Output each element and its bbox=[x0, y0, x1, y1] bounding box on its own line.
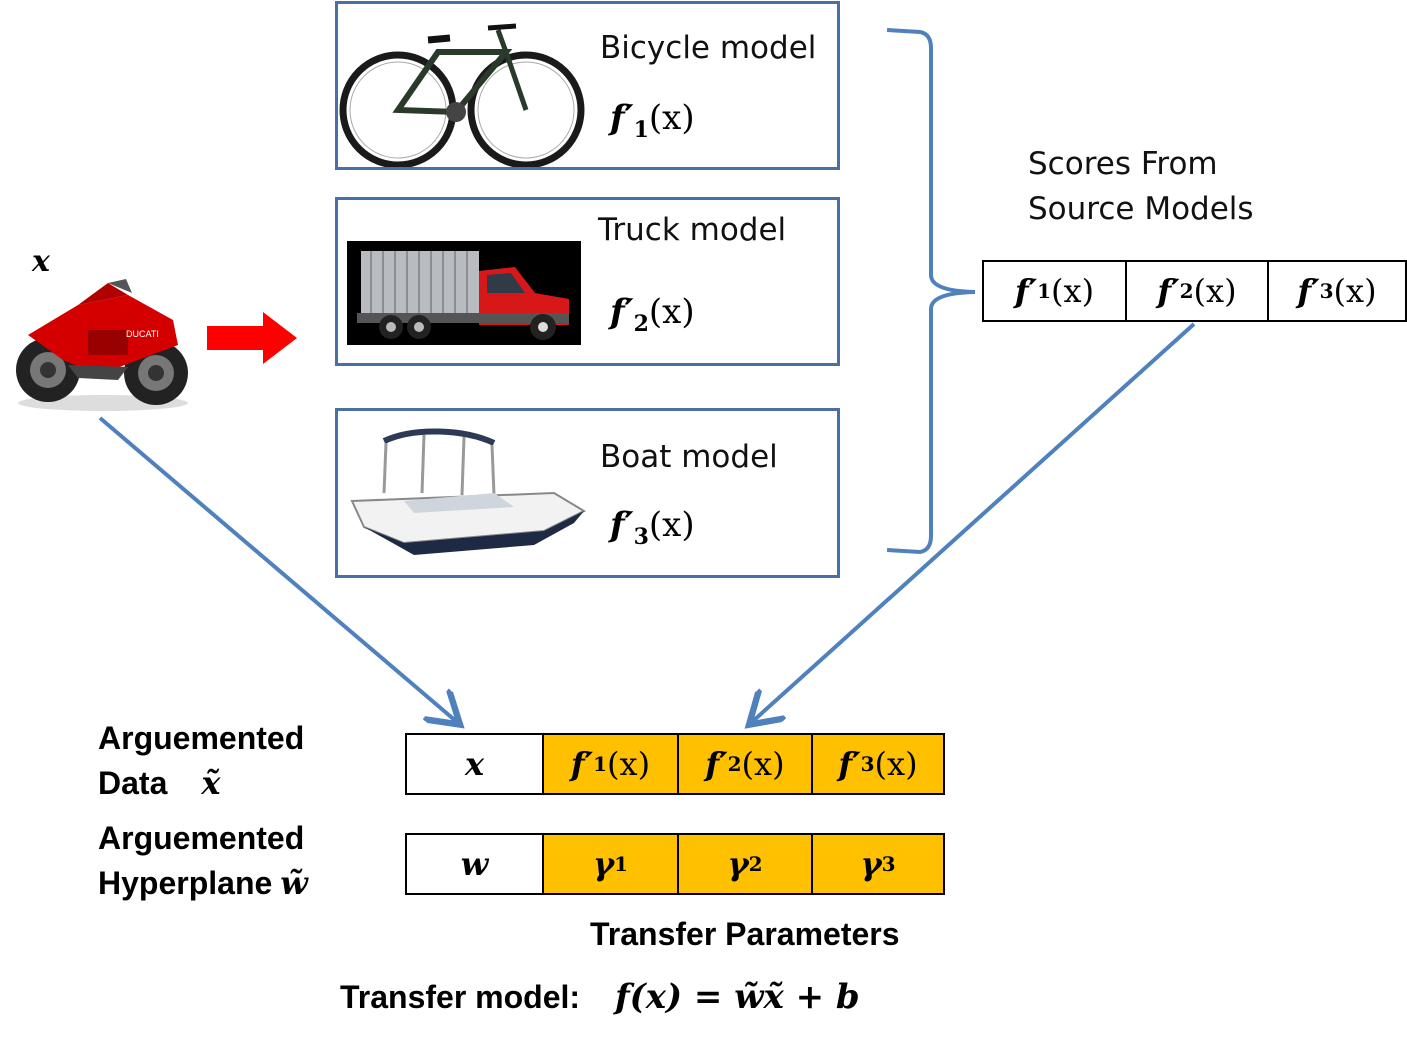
augmented-data-label-line1: Arguemented bbox=[98, 720, 305, 756]
augmented-hyperplane-label-line1: Arguemented bbox=[98, 820, 305, 856]
augmented-data-cell-f1: f′1(x) bbox=[542, 735, 677, 793]
augmented-data-cell-x: x bbox=[464, 745, 485, 783]
transfer-parameters-label: Transfer Parameters bbox=[590, 916, 900, 952]
input-to-augmented-arrow bbox=[98, 416, 457, 722]
score-cell-3: f′3(x) bbox=[1267, 262, 1405, 320]
motorcycle-image: DUCATI bbox=[16, 279, 188, 411]
bicycle-image bbox=[339, 23, 585, 167]
scores-to-augmented-arrow bbox=[752, 322, 1196, 722]
bicycle-model-function: f′1(x) bbox=[610, 98, 695, 143]
truck-model-function: f′2(x) bbox=[610, 292, 695, 337]
augmented-data-cell-f3: f′3(x) bbox=[811, 735, 943, 793]
boat-model-title: Boat model bbox=[600, 439, 778, 475]
truck-model-title: Truck model bbox=[598, 212, 787, 248]
augmented-data-cell-f2: f′2(x) bbox=[677, 735, 811, 793]
scores-title-line2: Source Models bbox=[1028, 191, 1254, 227]
svg-text:DUCATI: DUCATI bbox=[126, 329, 159, 339]
model-scores-brace bbox=[886, 28, 976, 555]
score-cell-2: f′2(x) bbox=[1125, 262, 1267, 320]
score-cell-1: f′1(x) bbox=[1014, 272, 1095, 310]
boat-model-function: f′3(x) bbox=[610, 505, 695, 550]
augmented-data-vector: x f′1(x) f′2(x) f′3(x) bbox=[405, 733, 945, 795]
boat-image bbox=[350, 428, 587, 555]
scores-vector: f′1(x) f′2(x) f′3(x) bbox=[982, 260, 1407, 322]
transfer-model-equation: f(x) = w̃x̃ + b bbox=[615, 977, 860, 1017]
truck-image bbox=[347, 241, 581, 345]
boat-model-box: Boat model f′3(x) bbox=[335, 408, 840, 578]
transfer-model-label: Transfer model: bbox=[340, 979, 581, 1015]
hyperplane-cell-w: w bbox=[460, 845, 489, 883]
bicycle-model-box: Bicycle model f′1(x) bbox=[335, 1, 840, 170]
input-x-label: x bbox=[32, 244, 50, 279]
bicycle-model-title: Bicycle model bbox=[600, 30, 817, 66]
truck-model-box: Truck model f′2(x) bbox=[335, 197, 840, 366]
red-arrow-icon bbox=[207, 312, 297, 364]
scores-title-line1: Scores From bbox=[1028, 146, 1218, 182]
